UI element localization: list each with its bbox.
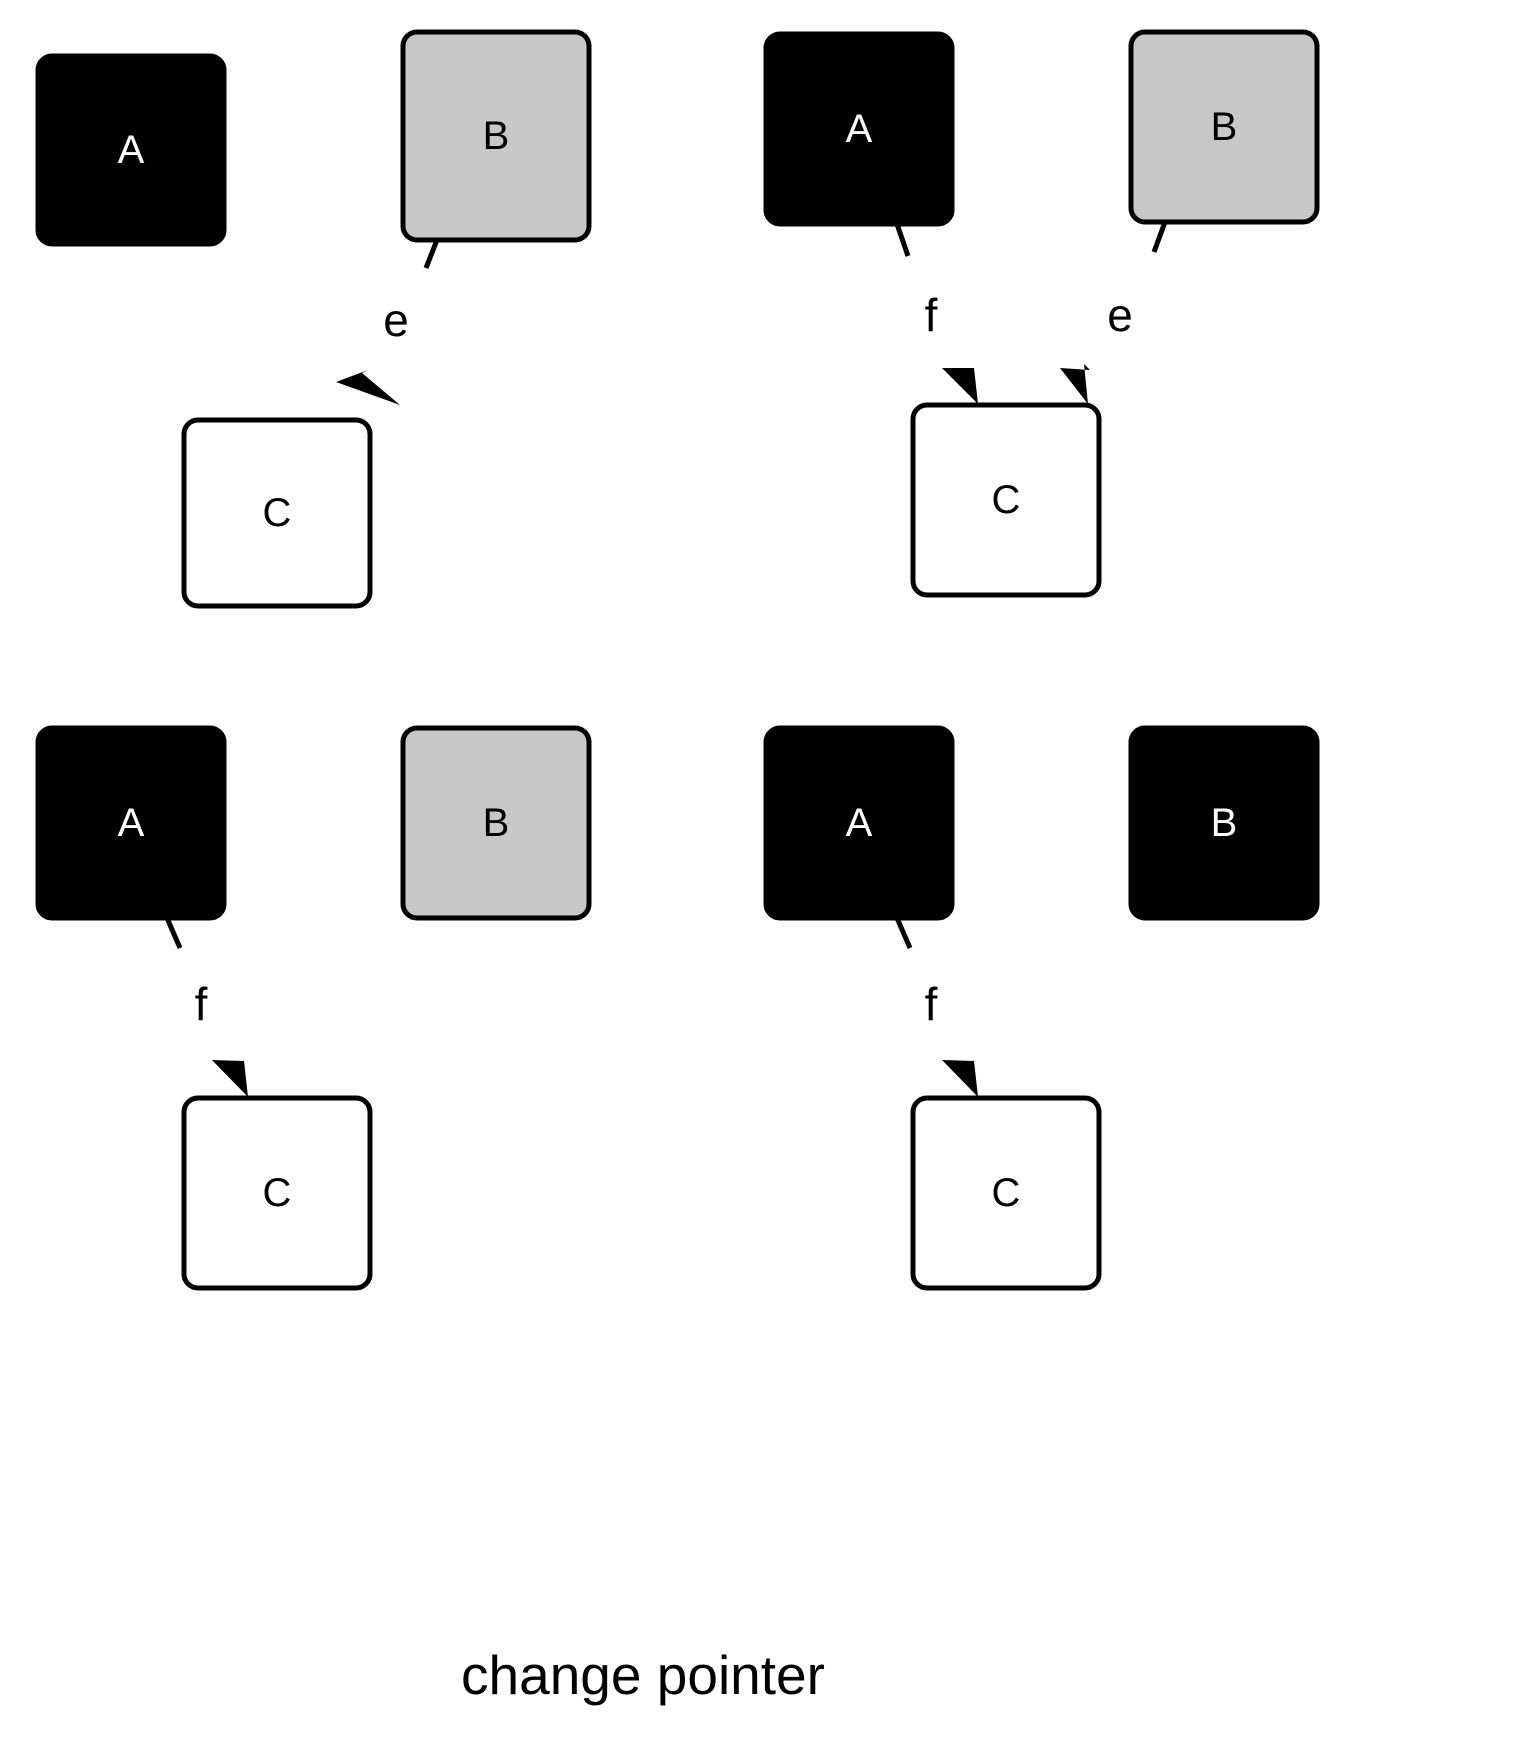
- node-label: C: [263, 1171, 292, 1215]
- node-c-panel-bottom-left[interactable]: C: [181, 1095, 373, 1291]
- before-state-left: A B Ce: [35, 29, 592, 609]
- figure-caption: change pointer: [461, 1644, 825, 1706]
- node-c-panel-top-left[interactable]: C: [181, 417, 373, 609]
- edge-arrowhead: [212, 1060, 248, 1097]
- node-b-panel-bottom-left[interactable]: B: [400, 725, 592, 921]
- edge-label: f: [195, 978, 208, 1030]
- node-a-panel-bottom-left[interactable]: A: [35, 725, 227, 921]
- node-box[interactable]: [763, 725, 955, 921]
- edge-stub: [894, 223, 911, 257]
- edge-f-A-C-panel-bottom-left[interactable]: f: [164, 917, 248, 1097]
- node-box[interactable]: [910, 1095, 1102, 1291]
- edge-label: e: [1107, 289, 1133, 341]
- node-label: C: [992, 478, 1021, 522]
- node-box[interactable]: [763, 31, 955, 227]
- node-label: A: [118, 128, 145, 172]
- node-a-panel-bottom-right[interactable]: A: [763, 725, 955, 921]
- node-box[interactable]: [910, 402, 1102, 598]
- node-a-panel-top-right[interactable]: A: [763, 31, 955, 227]
- edge-arrowhead: [942, 1060, 978, 1097]
- node-b-panel-top-left[interactable]: B: [400, 29, 592, 243]
- node-box[interactable]: [35, 725, 227, 921]
- edge-arrowhead: [1060, 364, 1090, 404]
- node-box[interactable]: [400, 29, 592, 243]
- edge-f-A-C-panel-top-right[interactable]: f: [894, 223, 978, 404]
- edge-stub: [423, 239, 440, 269]
- node-box[interactable]: [1128, 29, 1320, 225]
- edge-e-B-C-panel-top-right[interactable]: e: [1060, 221, 1168, 404]
- node-c-panel-top-right[interactable]: C: [910, 402, 1102, 598]
- node-box[interactable]: [1128, 725, 1320, 921]
- node-label: B: [1211, 801, 1238, 845]
- node-label: C: [992, 1171, 1021, 1215]
- node-label: A: [846, 801, 873, 845]
- edge-f-A-C-panel-bottom-right[interactable]: f: [894, 917, 978, 1097]
- edge-label: e: [383, 294, 409, 346]
- node-label: B: [483, 801, 510, 845]
- node-b-panel-top-right[interactable]: B: [1128, 29, 1320, 225]
- node-c-panel-bottom-right[interactable]: C: [910, 1095, 1102, 1291]
- edge-label: f: [925, 289, 938, 341]
- edge-stub: [164, 917, 183, 949]
- edge-stub: [894, 917, 913, 949]
- node-label: A: [118, 801, 145, 845]
- edge-e-B-C-panel-top-left[interactable]: e: [336, 239, 440, 405]
- node-box[interactable]: [181, 417, 373, 609]
- node-label: B: [483, 114, 510, 158]
- node-box[interactable]: [35, 53, 227, 247]
- edge-stub: [1151, 221, 1168, 253]
- pointer-removed-left: A B Cf: [35, 725, 592, 1291]
- node-box[interactable]: [400, 725, 592, 921]
- after-state-right: A B Cf e: [763, 29, 1320, 598]
- node-label: C: [263, 491, 292, 535]
- node-a-panel-top-left[interactable]: A: [35, 53, 227, 247]
- edge-label: f: [925, 978, 938, 1030]
- node-label: B: [1211, 105, 1238, 149]
- node-label: A: [846, 107, 873, 151]
- pointer-removed-right: A B Cf: [763, 725, 1320, 1291]
- edge-arrowhead: [336, 370, 400, 405]
- node-b-panel-bottom-right[interactable]: B: [1128, 725, 1320, 921]
- edge-arrowhead: [942, 368, 978, 404]
- node-box[interactable]: [181, 1095, 373, 1291]
